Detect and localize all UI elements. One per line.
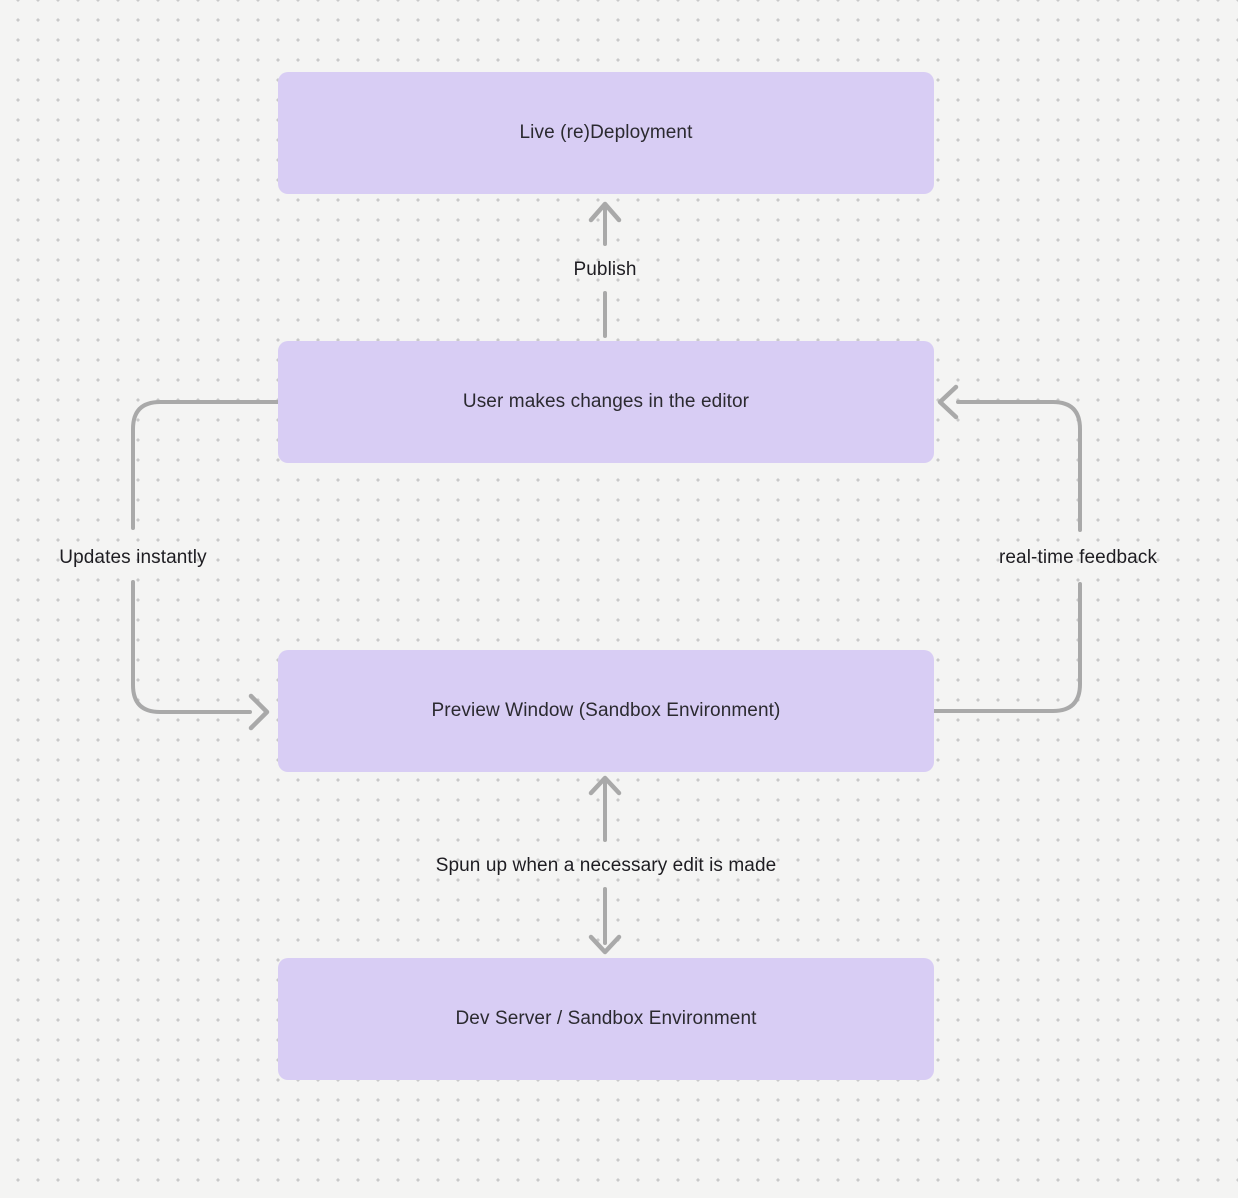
- node-user-makes-changes[interactable]: User makes changes in the editor: [278, 341, 934, 463]
- node-live-redeployment[interactable]: Live (re)Deployment: [278, 72, 934, 194]
- node-preview-window[interactable]: Preview Window (Sandbox Environment): [278, 650, 934, 772]
- edge-label-real-time-feedback: real-time feedback: [998, 547, 1158, 568]
- node-dev-server[interactable]: Dev Server / Sandbox Environment: [278, 958, 934, 1080]
- edge-label-publish: Publish: [573, 259, 637, 280]
- edge-label-updates-instantly: Updates instantly: [59, 547, 207, 568]
- edge-label-spun-up: Spun up when a necessary edit is made: [435, 855, 777, 876]
